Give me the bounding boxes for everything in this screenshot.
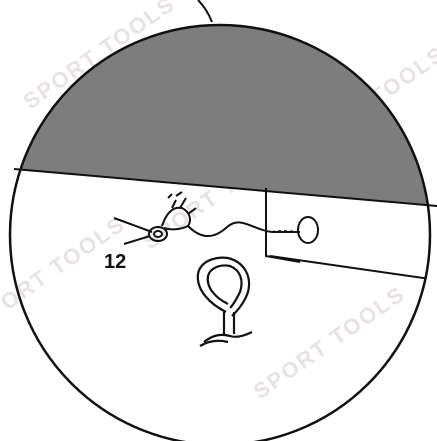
eye-loop	[198, 258, 252, 346]
step-number: 12	[104, 251, 126, 273]
thread-line	[188, 222, 300, 236]
shaded-region	[0, 0, 437, 206]
leader-line	[198, 0, 212, 22]
bracket-line	[266, 188, 300, 262]
small-loop	[298, 217, 318, 243]
watermark-text-3: SPORT TOOLS	[249, 281, 410, 404]
lower-edge-line	[270, 256, 437, 280]
